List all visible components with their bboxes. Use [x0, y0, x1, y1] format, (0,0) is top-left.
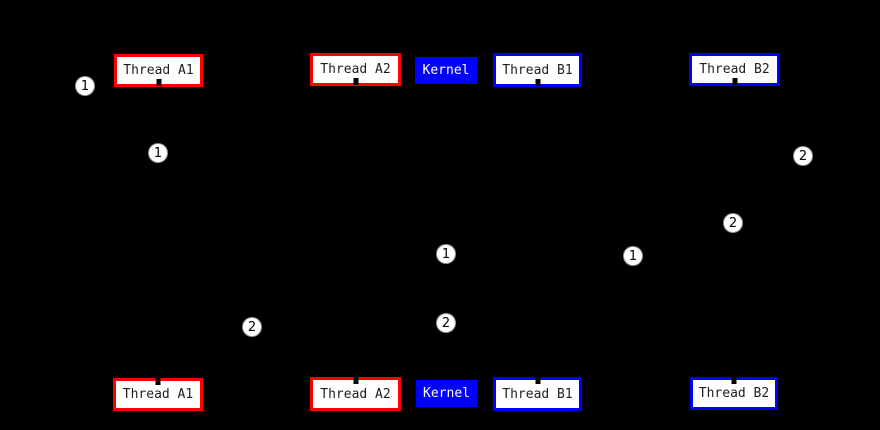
node-label: Thread A2 [320, 386, 391, 402]
step-marker-label: 2 [798, 148, 808, 164]
node-thread-b1-top: Thread B1 [493, 53, 582, 87]
lifeline-notch [353, 78, 358, 85]
step-marker: 2 [793, 146, 813, 166]
node-thread-b2-bottom: Thread B2 [690, 376, 778, 410]
step-marker: 1 [75, 76, 95, 96]
lifeline-notch [353, 376, 358, 384]
node-label: Thread A2 [320, 62, 391, 77]
node-thread-a2-top: Thread A2 [310, 53, 401, 86]
step-marker-label: 2 [728, 215, 738, 231]
step-marker-label: 1 [628, 248, 638, 264]
step-marker-label: 2 [441, 315, 451, 331]
lifeline-notch [732, 78, 737, 85]
node-thread-a1-bottom: Thread A1 [113, 377, 203, 411]
node-kernel-top: Kernel [415, 57, 477, 84]
step-marker: 2 [242, 317, 262, 337]
step-marker: 1 [148, 143, 168, 163]
step-marker: 1 [436, 244, 456, 264]
lifeline-notch [156, 79, 161, 86]
node-label: Thread B1 [502, 386, 573, 402]
node-thread-a2-bottom: Thread A2 [310, 376, 401, 411]
step-marker: 2 [723, 213, 743, 233]
step-marker-label: 1 [153, 145, 163, 161]
lifeline-notch [731, 376, 737, 384]
node-label: Thread B2 [699, 62, 770, 77]
node-thread-b1-bottom: Thread B1 [493, 376, 582, 411]
node-label: Kernel [422, 63, 470, 78]
step-marker-label: 2 [247, 319, 257, 335]
step-marker-label: 1 [80, 78, 90, 94]
lifeline-notch [535, 376, 540, 384]
node-thread-a1-top: Thread A1 [114, 54, 203, 87]
node-label: Thread A1 [123, 63, 194, 78]
node-label: Thread A1 [122, 387, 194, 402]
node-kernel-bottom: Kernel [416, 380, 477, 407]
node-label: Thread B2 [698, 386, 770, 401]
lifeline-notch [535, 79, 540, 86]
step-marker-label: 1 [441, 246, 451, 262]
node-label: Kernel [423, 386, 470, 401]
step-marker: 1 [623, 246, 643, 266]
node-thread-b2-top: Thread B2 [689, 53, 780, 86]
step-marker: 2 [436, 313, 456, 333]
node-label: Thread B1 [502, 62, 573, 78]
lifeline-notch [155, 377, 161, 385]
